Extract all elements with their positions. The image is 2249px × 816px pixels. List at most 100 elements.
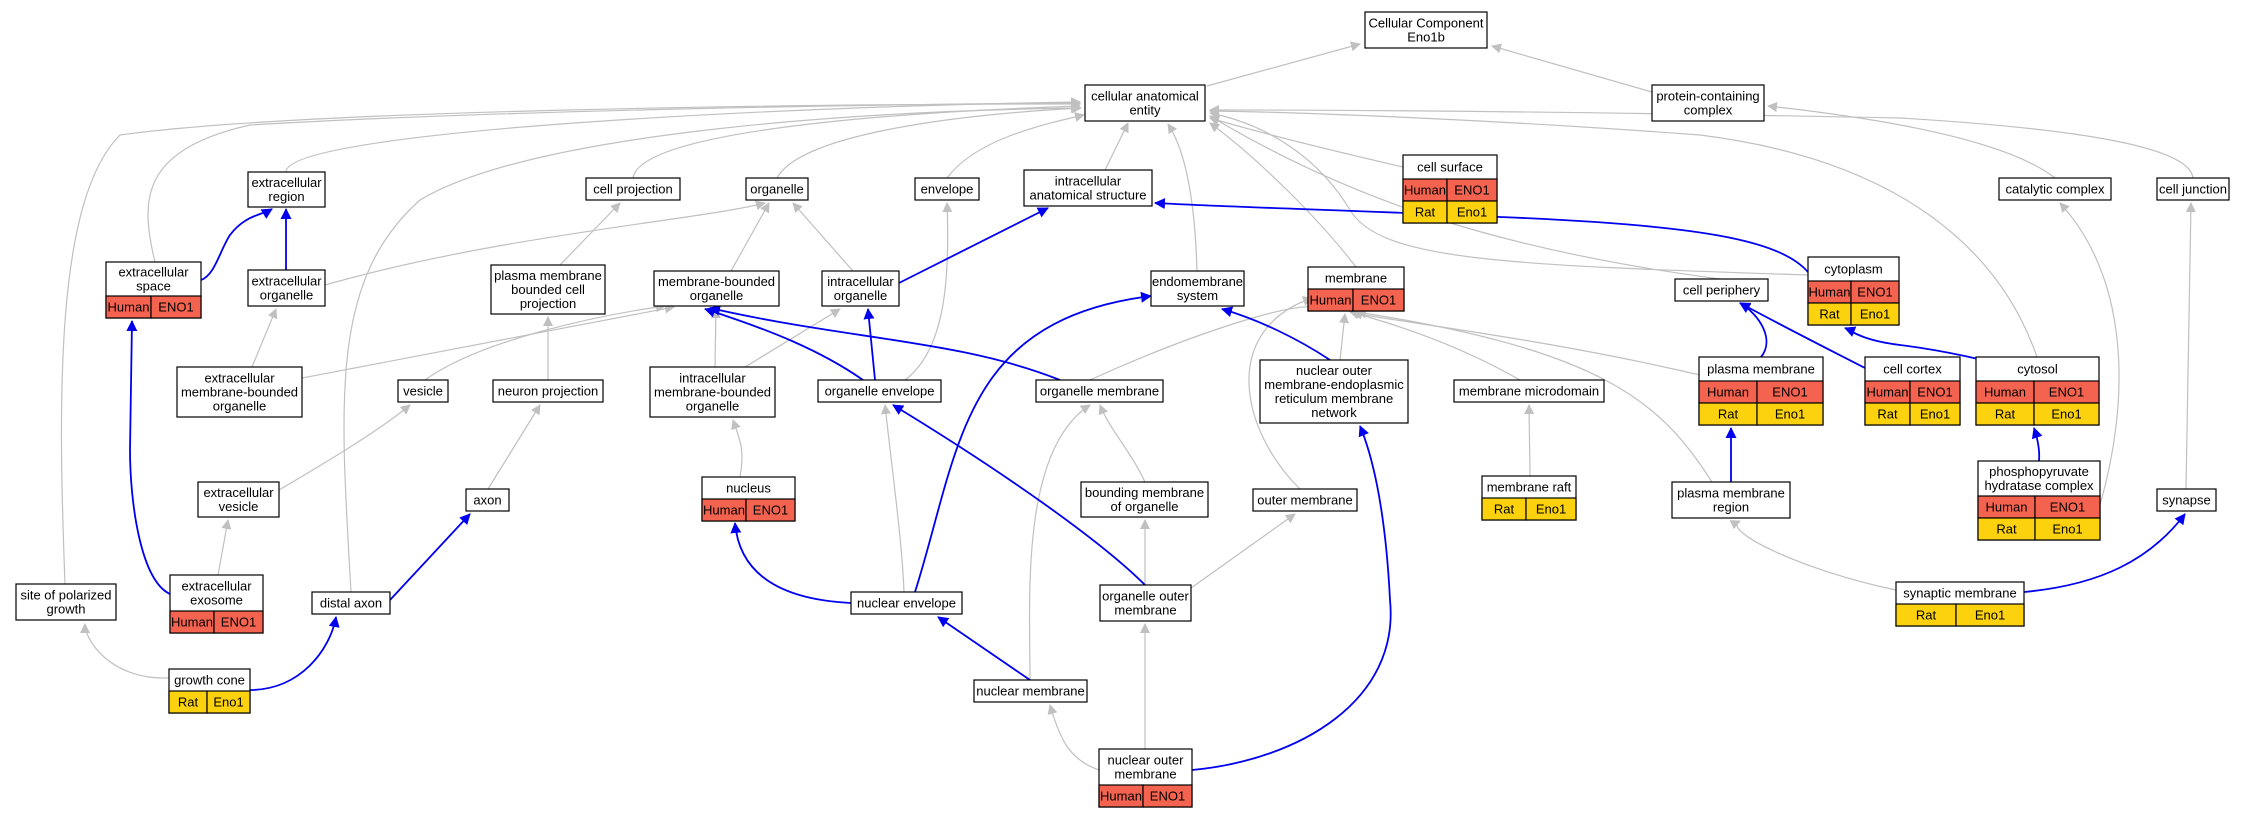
node-outermem[interactable]: outer membrane [1252,488,1358,512]
annotation-gene: Eno1 [1975,608,2005,623]
node-box [850,591,963,615]
node-envelope[interactable]: envelope [914,177,980,201]
node-organelle[interactable]: organelle [745,177,809,201]
annotation-species: Human [1809,285,1851,300]
edge-synmem-to-pmr [1729,520,1897,591]
node-axon[interactable]: axon [465,488,510,512]
node-label-line: cell periphery [1683,283,1761,298]
edge-synmem-to-synapse [2023,513,2186,593]
node-box [1259,359,1409,424]
node-memmicro[interactable]: membrane microdomain [1453,379,1605,403]
node-label-line: organelle [750,182,804,197]
edge-imbo-to-intorg [744,308,841,368]
annotation-gene-cell [745,498,796,522]
node-label-line: phosphopyruvate [1989,464,2089,479]
edge-bmo-to-orgmem [1098,404,1146,483]
node-label-line: site of polarized [20,588,111,603]
edge-phc-to-catcomp [2059,202,2120,506]
node-label-line: membrane microdomain [1459,384,1599,399]
node-label-line: cell projection [593,182,673,197]
node-box [2156,488,2217,512]
node-synapse[interactable]: synapse [2156,488,2217,512]
node-label-line: intracellular [679,371,746,386]
node-label-line: entity [1129,103,1161,118]
edge-cae-to-root [1206,41,1361,87]
node-label-line: cell cortex [1883,362,1942,377]
node-label-line: cell surface [1417,160,1483,175]
edge-nucmem-to-orgmem [1028,404,1091,681]
node-label-line: neuron projection [498,384,598,399]
node-nucmem[interactable]: nuclear membrane [973,679,1088,703]
node-catcomp[interactable]: catalytic complex [1998,177,2112,201]
node-box [492,379,604,403]
node-nomerm[interactable]: nuclear outermembrane-endoplasmicreticul… [1259,359,1409,424]
annotation-species: Rat [1819,307,1840,322]
edge-nucenv-to-orgenv [880,404,905,593]
node-celljunc[interactable]: cell junction [2156,177,2230,201]
node-neuronproj[interactable]: neuron projection [492,379,604,403]
annotation-gene: ENO1 [1150,789,1185,804]
edge-growthcone-to-spg [80,623,170,679]
annotation-gene: ENO1 [1857,285,1892,300]
node-box [1364,11,1488,49]
edge-imbo-to-mbo [710,308,721,368]
node-box [176,366,303,418]
annotation-gene-cell [1446,200,1498,224]
annotation-gene: ENO1 [2049,385,2084,400]
node-label-line: endomembrane [1152,274,1243,289]
node-box [821,270,900,307]
node-label-line: system [1177,288,1218,303]
edge-extorg-to-organelle [324,200,766,286]
node-cellperiph[interactable]: cell periphery [1674,278,1769,302]
node-label-line: growth cone [174,673,245,688]
annotation-gene: ENO1 [2050,500,2085,515]
node-label-line: anatomical structure [1029,188,1146,203]
node-nucenv[interactable]: nuclear envelope [850,591,963,615]
node-box [1023,169,1153,207]
node-orgmem[interactable]: organelle membrane [1035,379,1164,403]
node-orgenv[interactable]: organelle envelope [817,379,942,403]
node-cellproj[interactable]: cell projection [585,177,681,201]
node-label-line: organelle [260,288,314,303]
node-vesicle[interactable]: vesicle [397,379,449,403]
node-distaxon[interactable]: distal axon [311,591,391,615]
annotation-species: Human [1984,385,2026,400]
node-label-line: organelle [213,399,267,414]
node-label-line: nucleus [726,481,771,496]
annotation-species: Human [1404,183,1446,198]
node-label-line: space [136,279,171,294]
node-label-line: plasma membrane [494,268,602,283]
edge-distaxon-to-axon [389,513,471,601]
